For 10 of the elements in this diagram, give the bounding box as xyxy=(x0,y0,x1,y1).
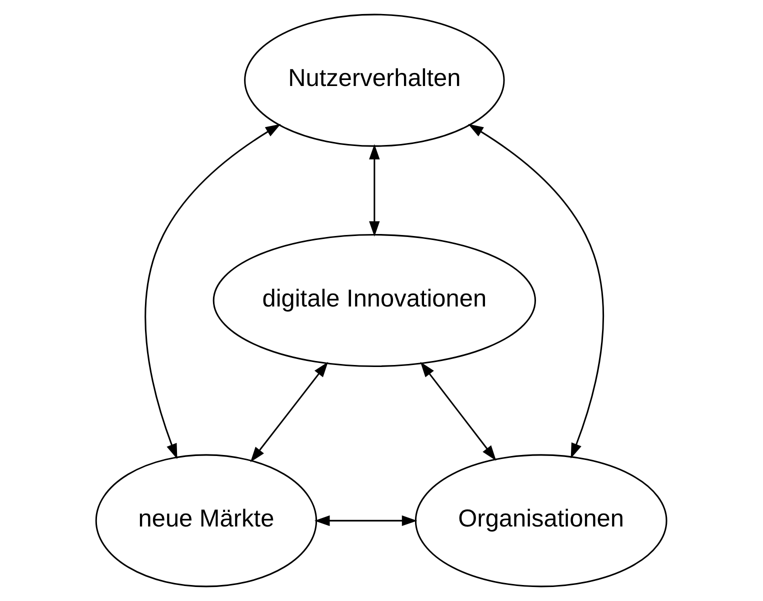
arrow xyxy=(144,124,281,460)
node-ellipse: Nutzerverhalten xyxy=(244,14,505,147)
arrow xyxy=(250,362,328,462)
node-ellipse: neue Märkte xyxy=(95,454,318,588)
arrow xyxy=(468,124,604,459)
node-ellipse: Organisationen xyxy=(414,454,668,588)
arrow xyxy=(314,515,418,526)
arrow xyxy=(369,144,380,237)
arrow xyxy=(420,362,496,461)
node-ellipse: digitale Innovationen xyxy=(212,234,536,368)
